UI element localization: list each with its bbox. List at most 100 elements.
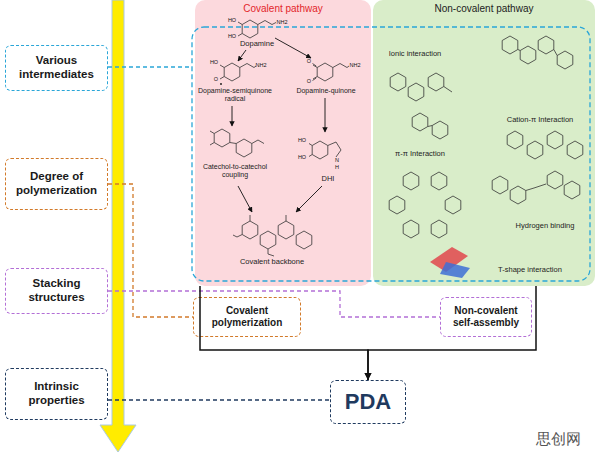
interaction-molecule [554,50,557,56]
side-box: Stacking structures [5,268,108,314]
molecule-label: Covalent backbone [240,258,304,267]
interaction-molecule [547,171,563,189]
atom-label: NH2 [255,62,266,68]
interaction-molecule [445,196,461,214]
reaction-arrow [238,50,246,61]
timeline-arrow [100,0,136,452]
molecule [278,221,294,239]
molecule-label: Catechol-to-catechol coupling [193,163,277,179]
molecule-label: Dopamine-semiquinone radical [193,87,277,103]
interaction-label: π-π Interaction [395,150,445,159]
molecule-label: Dopamine [240,40,274,49]
molecule [260,231,276,249]
interaction-molecule [526,184,546,191]
interaction-label: Cation-π Interaction [507,116,573,125]
process-box: Non-covalent self-assembly [440,297,532,337]
molecule [252,140,264,144]
interaction-molecule [520,46,536,64]
molecule [313,64,317,67]
molecule [210,20,349,256]
atom-label: NH2 [276,19,287,25]
connector [108,291,440,317]
leader-line [108,66,192,67]
box-label: Non-covalent self-assembly [446,305,526,329]
t-shape-ring [440,262,470,278]
molecule [233,235,242,238]
atom-label: HO [298,137,306,143]
molecule [312,141,328,159]
molecule [210,131,214,134]
box-label: Covalent polymerization [199,305,295,329]
t-shape-ring [430,247,468,272]
molecule [238,34,242,37]
molecule [333,64,349,68]
molecule [230,143,236,144]
interaction-molecule [507,131,523,149]
radical-dot [220,83,222,85]
interaction-molecule [444,87,452,93]
molecule [220,65,224,68]
arrow-head [365,373,372,380]
side-box: Various intermediates [5,45,108,91]
interaction-label: Hydrogen binding [516,222,575,231]
molecule [313,65,317,68]
reaction-arrow [275,38,311,58]
molecule [268,249,274,256]
interaction-molecule [389,196,405,214]
interaction-molecule [502,36,518,54]
interaction-molecule [390,73,406,91]
molecule [214,129,230,147]
interaction-molecule [431,172,447,190]
molecule [317,63,333,81]
box-label: Degree of polymerization [11,170,102,198]
side-box: Degree of polymerization [5,158,108,210]
interaction-molecule [408,83,424,101]
connector [108,399,330,400]
molecule [236,139,252,157]
interaction-molecule [403,172,419,190]
atom-label: HO [228,17,236,23]
atom-label: HO [210,59,218,65]
box-label: Intrinsic properties [11,380,102,408]
interaction-molecule [432,121,448,139]
atom-label: O [307,58,311,64]
interaction-molecule [428,126,432,127]
molecule [250,215,251,221]
molecule [309,144,312,146]
molecule-label: DHI [322,175,335,184]
box-label: Stacking structures [11,277,102,305]
interaction-label: T-shape interaction [498,266,562,275]
interaction-molecule [431,220,447,238]
connector [200,286,368,380]
atom-label: NH2 [349,62,360,68]
molecule [224,63,240,81]
side-box: Intrinsic properties [5,368,108,420]
atom-label: HO [298,154,306,160]
molecule [296,231,312,249]
molecule [238,22,242,25]
connector [108,184,193,317]
interaction-molecule [567,141,583,159]
interaction-molecule [412,113,428,131]
interaction-label: Ionic interaction [389,50,442,59]
molecule [240,64,256,68]
reaction-arrow [296,186,322,212]
molecule [286,215,287,221]
reaction-arrow [232,106,233,126]
pathway-panel: Covalent pathway [195,0,371,286]
molecule [313,78,317,81]
interaction-molecule [518,50,520,51]
molecule [220,77,224,80]
interaction-molecule [403,220,419,238]
reaction-arrow [232,38,325,212]
interaction-molecule [538,36,554,54]
molecule-label: Dopamine-quinone [296,87,355,95]
box-label: Various intermediates [11,54,102,82]
atom-label: O [214,76,218,82]
molecule [210,143,214,146]
interaction-molecule [557,51,573,69]
box-label: PDA [345,389,391,415]
interaction-molecule [564,181,580,199]
interaction-molecule [527,141,543,159]
